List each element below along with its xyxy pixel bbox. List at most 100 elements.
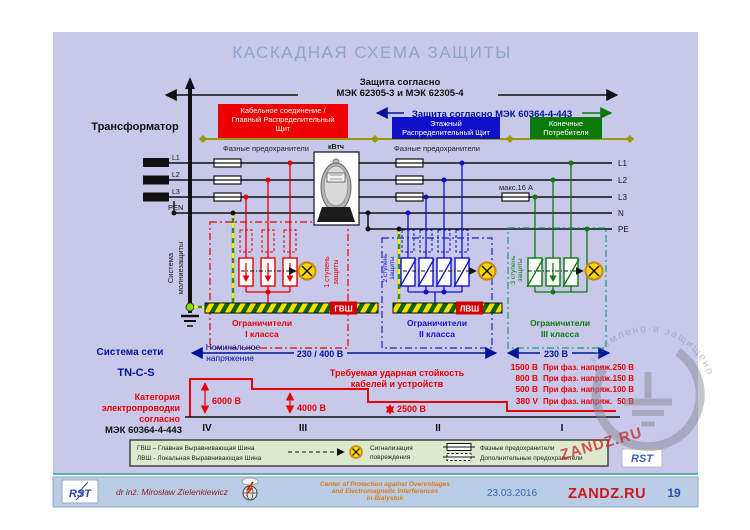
stage2-label-2: защиты xyxy=(389,256,396,280)
stage3-zone-box xyxy=(507,227,607,349)
nominal-label-2: напряжение xyxy=(206,353,254,363)
conductor-labels-left: L1 L2 L3 PEN xyxy=(168,155,183,212)
fuse-row-2 xyxy=(395,158,424,202)
max16-fuse: макс.16 А xyxy=(499,183,533,202)
legend-signal-1: Сигнализация xyxy=(370,445,413,452)
energy-meter: кВтч xyxy=(313,144,360,226)
main-board-line2: Главный Распределительный xyxy=(231,115,334,124)
roman-ii: II xyxy=(435,423,441,434)
label-r-pe: PE xyxy=(618,225,629,234)
category-label-3: согласно xyxy=(139,414,180,424)
withstand-label-2: кабелей и устройств xyxy=(351,379,444,389)
footer-date-center-3: in Bialystok xyxy=(367,495,404,502)
lvb-label: ЛВШ xyxy=(460,305,479,314)
row-text: При фаз. напряж.. xyxy=(543,374,614,383)
iec443-label: Защита согласно МЭК 60364-4-443 xyxy=(412,109,572,120)
class2-limiters-label-2: II класса xyxy=(419,329,455,339)
label-r-n: N xyxy=(618,209,624,218)
tap-node xyxy=(459,160,465,166)
conductor-lines xyxy=(169,162,612,230)
category-label-1: Категория xyxy=(135,392,180,402)
roman-iii: III xyxy=(299,423,308,434)
tap-node xyxy=(441,177,447,183)
class3-limiters-label-2: III класса xyxy=(541,329,579,339)
floor-board-line1: Этажный xyxy=(430,119,462,128)
main-board-line1: Кабельное соединение / xyxy=(240,106,326,115)
phase-fuses-label-2: Фазные предохранители xyxy=(394,144,480,153)
roman-iv: IV xyxy=(202,423,212,434)
kwh-label: кВтч xyxy=(328,144,344,151)
lps-system-label-1: Система xyxy=(166,252,175,283)
pe-tap-node xyxy=(584,226,590,232)
lps-span-label-2: МЭК 62305-3 и МЭК 62305-4 xyxy=(336,88,464,99)
lps-span-label-1: Защита согласно xyxy=(360,77,441,88)
tap-node xyxy=(287,160,293,166)
footer-author: dr inż. Mirosław Zielenkiewicz xyxy=(116,487,229,497)
row-value: 500 В xyxy=(515,384,538,394)
footer-center-2: and Electromagnetic Interferences xyxy=(332,488,439,495)
max16-label: макс.16 А xyxy=(499,183,533,192)
v2500-label: 2500 В xyxy=(397,404,427,414)
bus-node xyxy=(265,289,271,295)
footer-site: ZANDZ.RU xyxy=(568,486,646,502)
class1-limiters-label-1: Ограничители xyxy=(232,318,292,328)
main-board-box: Кабельное соединение / Главный Распредел… xyxy=(218,104,348,138)
bus-node xyxy=(441,289,447,295)
row-value: 380 V xyxy=(516,396,539,406)
transformer-label: Трансформатор xyxy=(91,121,179,133)
rst-logo-text: RST xyxy=(631,453,654,465)
stage2-arresters xyxy=(399,163,471,303)
label-l3: L3 xyxy=(172,189,180,196)
row-phase: 100 В xyxy=(613,385,635,394)
category-label-4: МЭК 60364-4-443 xyxy=(105,425,182,436)
withstand-label-1: Требуемая ударная стойкость xyxy=(330,368,465,378)
legend-gvb: ГВШ – Главная Выравнивающая Шина xyxy=(137,445,255,452)
mast-up-arrow xyxy=(185,77,195,89)
class3-limiters-label-1: Ограничители xyxy=(530,318,590,328)
label-pen: PEN xyxy=(168,203,183,212)
net-system-label: Система сети xyxy=(97,347,164,358)
legend-lvb: ЛВШ - Локальная Выравнивающая Шина xyxy=(137,455,262,462)
label-r-l2: L2 xyxy=(618,176,627,185)
row-text: При фаз. напряж. xyxy=(543,363,612,372)
nominal-label-1: Номинальное xyxy=(206,342,261,352)
roman-i: I xyxy=(561,423,564,434)
v230400-label: 230 / 400 В xyxy=(297,349,344,359)
category-label-2: электропроводки xyxy=(102,403,180,413)
withstand-rows: 1500 В При фаз. напряж. 250 В 800 В При … xyxy=(511,362,635,406)
lightning-icon xyxy=(75,481,89,501)
pen-split-node xyxy=(365,210,371,216)
tap-node xyxy=(423,194,429,200)
earth-node xyxy=(185,302,195,312)
storm-globe-icon xyxy=(241,477,259,501)
tap-node xyxy=(265,177,271,183)
stage1-arresters xyxy=(238,163,298,303)
floor-board-line2: Распределительный Щит xyxy=(402,128,490,137)
slide-background xyxy=(53,32,698,474)
footer-date: 23.03.2016 xyxy=(487,488,537,499)
stage2-zone-box xyxy=(381,237,493,349)
stage2-label-1: 2 ступень xyxy=(382,253,389,283)
rst-logo-small: RST xyxy=(621,448,663,468)
label-l1: L1 xyxy=(172,155,180,162)
row-phase: 250 В xyxy=(613,363,635,372)
lps-mast: Система молниезащиты xyxy=(166,77,206,327)
floor-board-box: Этажный Распределительный Щит xyxy=(392,117,500,139)
lps-system-label-2: молниезащиты xyxy=(176,242,185,295)
row-value: 1500 В xyxy=(511,362,538,372)
stage1-label-1: 1 ступень xyxy=(324,256,331,288)
local-equipotential-busbar: ЛВШ xyxy=(392,301,503,315)
end-users-box: Конечные Потребители xyxy=(530,117,602,139)
bus-node xyxy=(550,289,556,295)
v6000-label: 6000 В xyxy=(212,396,242,406)
label-l2: L2 xyxy=(172,172,180,179)
tap-node xyxy=(405,210,411,216)
end-users-line2: Потребители xyxy=(543,128,588,137)
trafo-neutral-node xyxy=(171,210,177,216)
main-equipotential-busbar: ГВШ xyxy=(204,301,379,315)
label-r-l1: L1 xyxy=(618,159,627,168)
fuse-row-1 xyxy=(213,158,242,202)
tncs-label: TN-C-S xyxy=(117,367,154,379)
conductor-labels-right: L1 L2 L3 N PE xyxy=(618,159,629,234)
bus-node xyxy=(423,289,429,295)
